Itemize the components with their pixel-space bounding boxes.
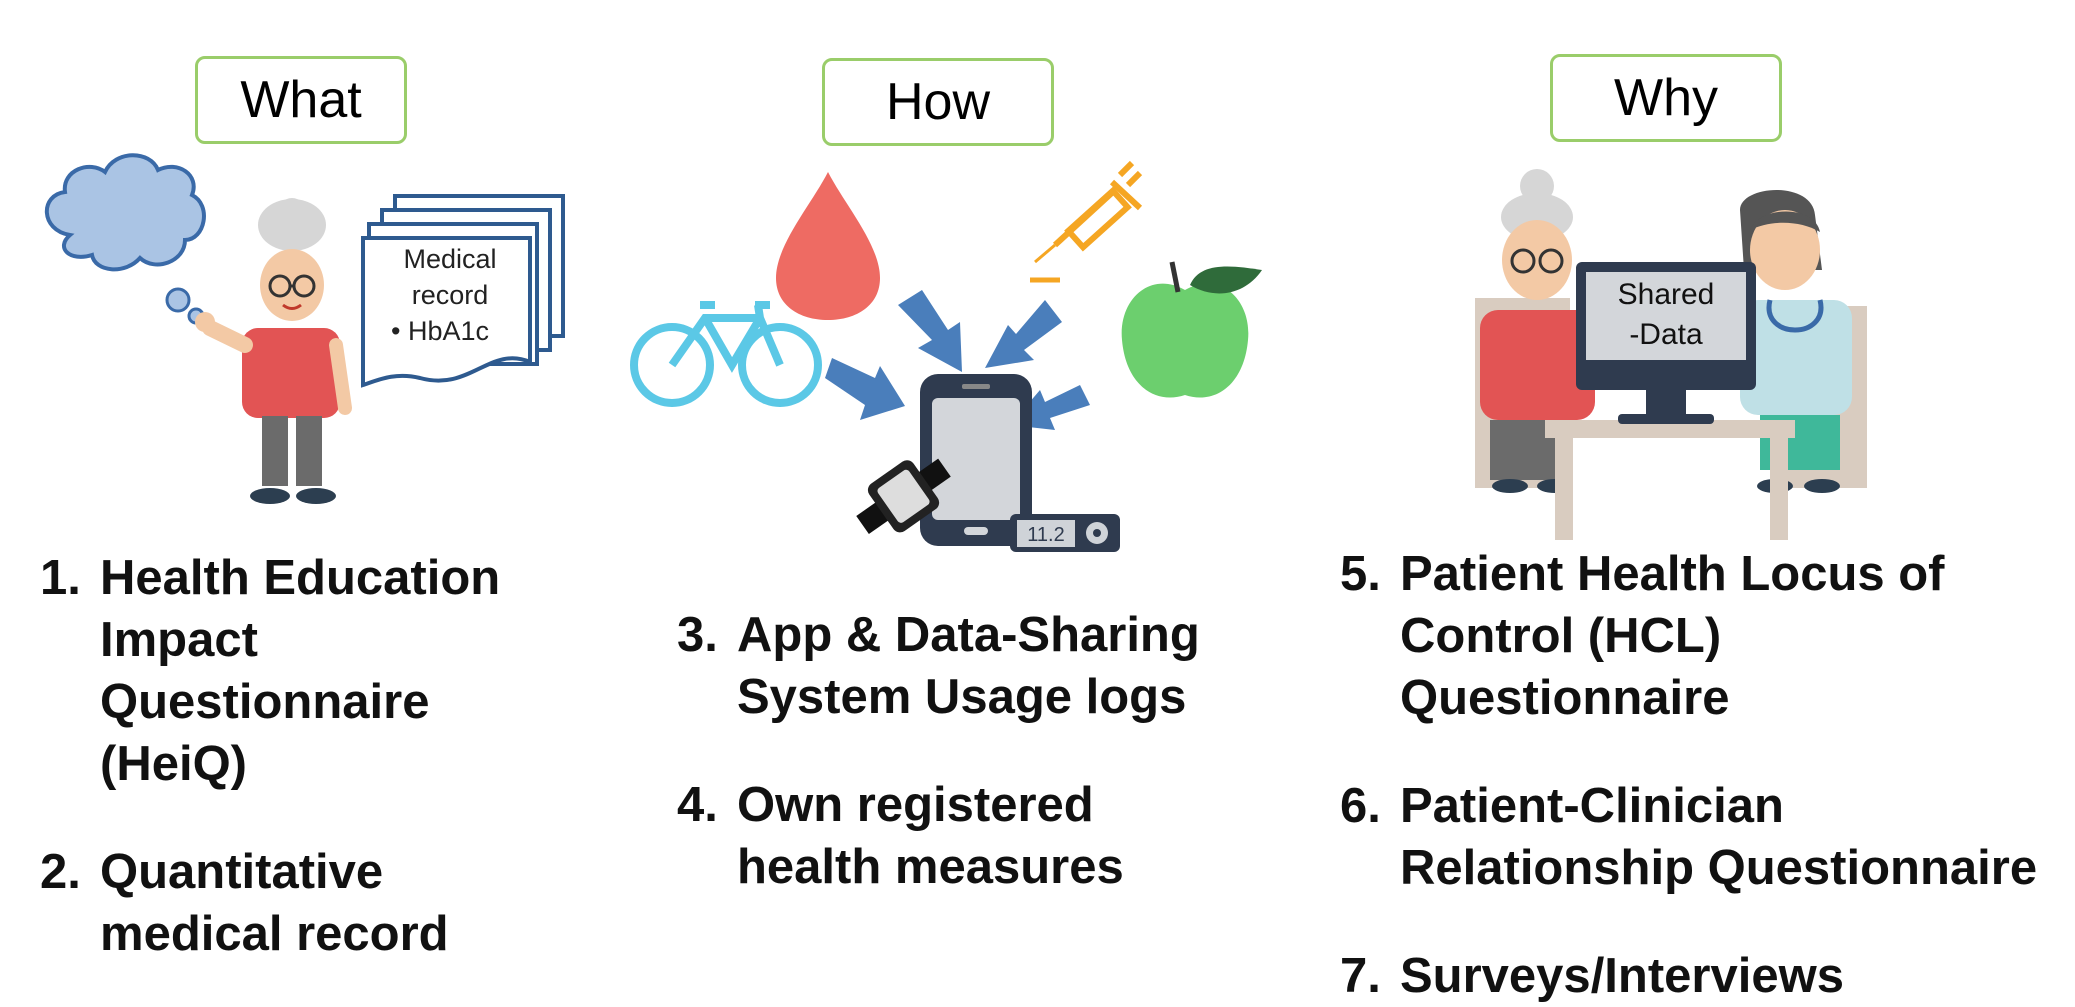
- item-number: 2.: [40, 845, 81, 899]
- apple-icon: [1121, 261, 1262, 398]
- item-number: 5.: [1340, 547, 1381, 601]
- smartwatch-icon: [856, 458, 951, 535]
- item-text: Patient Health Locus of Control (HCL) Qu…: [1400, 547, 1945, 725]
- item-text: Health Education Impact Questionnaire (H…: [100, 551, 501, 791]
- why-items-list: 5. Patient Health Locus of Control (HCL)…: [1340, 543, 2060, 1007]
- item-number: 4.: [677, 778, 718, 832]
- list-item: 6. Patient-Clinician Relationship Questi…: [1340, 775, 2060, 899]
- what-items-list: 1. Health Education Impact Questionnaire…: [40, 547, 560, 965]
- item-text: Own registered health measures: [737, 778, 1124, 894]
- item-text: Surveys/Interviews: [1400, 949, 1844, 1003]
- list-item: 3. App & Data-Sharing System Usage logs: [677, 604, 1237, 728]
- header-how-label: How: [885, 73, 991, 131]
- list-item: 4. Own registered health measures: [677, 774, 1237, 898]
- item-number: 7.: [1340, 949, 1381, 1003]
- item-number: 6.: [1340, 779, 1381, 833]
- syringe-icon: [1030, 160, 1143, 283]
- smartphone-icon: [920, 374, 1032, 546]
- header-why: Why: [1550, 54, 1782, 142]
- bicycle-icon: [630, 301, 822, 407]
- list-item: 2. Quantitative medical record: [40, 841, 560, 965]
- medical-record-document-icon: Medical record • HbA1c: [361, 194, 565, 388]
- item-text: App & Data-Sharing System Usage logs: [737, 608, 1200, 724]
- screen-line1: Shared: [1618, 278, 1715, 311]
- document-line1: Medical: [403, 244, 496, 274]
- glucometer-icon: 11.2: [1010, 514, 1120, 552]
- item-number: 3.: [677, 608, 718, 662]
- illustrations: Medical record • HbA1c: [44, 153, 1867, 552]
- header-how: How: [822, 58, 1054, 146]
- item-text: Patient-Clinician Relationship Questionn…: [1400, 779, 2038, 895]
- list-item: 5. Patient Health Locus of Control (HCL)…: [1340, 543, 2060, 729]
- list-item: 1. Health Education Impact Questionnaire…: [40, 547, 560, 795]
- how-items-list: 3. App & Data-Sharing System Usage logs …: [677, 604, 1237, 898]
- grandma-icon: [195, 198, 352, 504]
- list-item: 7. Surveys/Interviews: [1340, 945, 2060, 1007]
- item-text: Quantitative medical record: [100, 845, 449, 961]
- blood-drop-icon: [776, 172, 880, 320]
- header-what-label: What: [240, 71, 362, 129]
- thought-cloud-icon: [44, 153, 206, 325]
- glucometer-reading: 11.2: [1027, 524, 1064, 546]
- screen-line2: -Data: [1629, 318, 1703, 351]
- header-what: What: [195, 56, 407, 144]
- header-why-label: Why: [1614, 69, 1718, 127]
- document-line2: record: [412, 280, 489, 310]
- computer-monitor-icon: Shared -Data: [1576, 262, 1756, 424]
- document-bullet: • HbA1c: [391, 316, 489, 346]
- consultation-scene-icon: [1475, 169, 1867, 540]
- item-number: 1.: [40, 551, 81, 605]
